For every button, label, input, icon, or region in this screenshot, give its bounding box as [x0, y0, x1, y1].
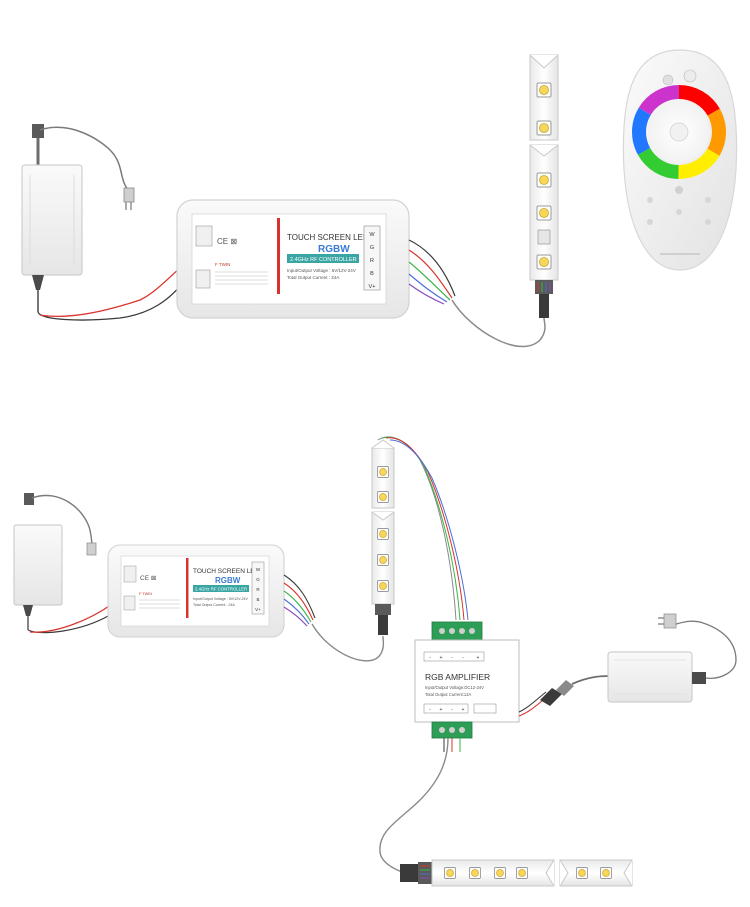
wires-adapter-to-controller-top — [37, 261, 189, 321]
svg-text:+: + — [462, 707, 465, 713]
svg-text:F TWIN: F TWIN — [139, 592, 152, 596]
amplifier-spec-voltage: Input/Output Voltage:DC12-24V — [425, 685, 484, 690]
svg-text:-: - — [451, 707, 453, 713]
svg-text:-: - — [429, 707, 431, 713]
controller-brand: F TWIN — [215, 262, 230, 267]
top-diagram: CE ⊠ F TWIN TOUCH SCREEN LED RGBW 2.4GHz… — [21, 49, 738, 348]
wires-amplifier-to-strip — [379, 737, 461, 873]
controller-subtitle: 2.4GHz RF CONTROLLER — [290, 257, 357, 263]
svg-text:B: B — [256, 597, 259, 602]
svg-text:V+: V+ — [369, 284, 376, 290]
svg-text:+: + — [440, 655, 443, 661]
controller-spec-current: Total Output Current : 24A — [287, 275, 339, 280]
svg-text:G: G — [370, 245, 374, 251]
svg-text:Input/Output Voltage : 5V/12V-: Input/Output Voltage : 5V/12V-24V — [193, 597, 249, 601]
rgb-amplifier: - + - - + RGB AMPLIFIER Input/Output Vol… — [414, 621, 549, 739]
svg-text:RGBW: RGBW — [215, 576, 241, 585]
svg-text:+: + — [440, 707, 443, 713]
svg-text:R: R — [370, 258, 374, 264]
wires-controller-to-strip-bottom — [283, 574, 385, 662]
controller-spec-voltage: Input/Output Voltage : 5V/12V-24V — [287, 268, 356, 273]
amplifier-in-terminals: - + - - + — [429, 655, 479, 661]
wires-controller-to-strip-top — [408, 239, 546, 348]
svg-text:W: W — [256, 567, 261, 572]
svg-text:B: B — [370, 271, 374, 277]
svg-text:2.4GHz RF CONTROLLER: 2.4GHz RF CONTROLLER — [195, 587, 247, 592]
led-strip-bottom-middle — [371, 436, 469, 635]
svg-text:-: - — [451, 655, 453, 661]
rf-controller-top: CE ⊠ F TWIN TOUCH SCREEN LED RGBW 2.4GHz… — [176, 199, 410, 319]
controller-title: TOUCH SCREEN LED — [287, 233, 369, 242]
bottom-diagram: CE ⊠ F TWIN TOUCH SCREEN LED RGBW 2.4GHz… — [13, 436, 737, 887]
svg-text:R: R — [256, 587, 260, 592]
controller-rgbw: RGBW — [318, 244, 350, 255]
svg-text:CE ⊠: CE ⊠ — [140, 575, 156, 582]
svg-text:CE ⊠: CE ⊠ — [217, 237, 237, 246]
power-adapter-top — [21, 124, 135, 312]
led-strip-bottom-horizontal — [400, 859, 633, 887]
amplifier-out-terminals: - + - + — [429, 707, 464, 713]
power-adapter-bottom-right — [540, 613, 737, 706]
controller-terminal-labels: W G R B V+ — [369, 232, 376, 290]
svg-text:-: - — [462, 655, 464, 661]
svg-text:W: W — [369, 232, 375, 238]
led-strip-top — [529, 54, 559, 318]
amplifier-title: RGB AMPLIFIER — [425, 672, 490, 682]
svg-text:-: - — [429, 655, 431, 661]
svg-text:V+: V+ — [255, 607, 261, 612]
svg-text:TOUCH SCREEN LED: TOUCH SCREEN LED — [193, 568, 260, 575]
rf-controller-bottom: CE ⊠ F TWIN TOUCH SCREEN LED RGBW 2.4GHz… — [107, 544, 285, 638]
rf-remote — [622, 49, 738, 271]
power-adapter-bottom-left — [13, 493, 113, 634]
amplifier-spec-current: Total Output Current:12A — [425, 692, 472, 697]
svg-text:G: G — [256, 577, 260, 582]
color-wheel — [632, 85, 726, 179]
svg-text:+: + — [477, 655, 480, 661]
svg-text:Total Output Current : 24A: Total Output Current : 24A — [193, 603, 235, 607]
